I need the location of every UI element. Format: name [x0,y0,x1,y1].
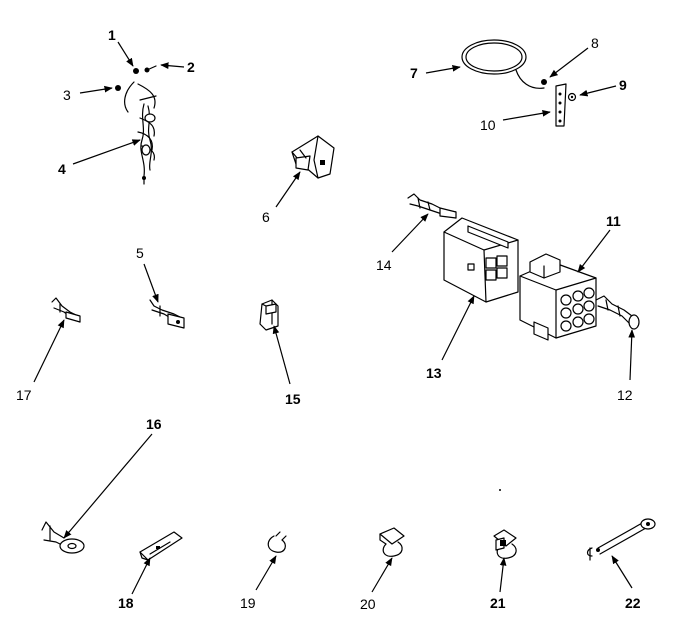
leader-6 [275,171,301,208]
part-11-connector-plug [519,253,597,341]
label-14: 14 [376,257,392,273]
leader-11 [577,229,611,273]
label-15: 15 [285,391,301,407]
part-2-screw [144,65,157,73]
label-2: 2 [187,59,195,75]
part-18-splice-sleeve [139,531,183,561]
stray-dot [499,489,501,491]
label-4: 4 [58,161,66,177]
part-5-terminal [149,299,185,329]
leader-17 [33,319,65,383]
label-13: 13 [426,365,442,381]
leader-12 [628,329,636,381]
leader-22 [611,555,633,589]
label-17: 17 [16,387,32,403]
leader-4 [72,139,141,165]
label-7: 7 [410,65,418,81]
label-9: 9 [619,77,627,93]
part-21-clamp [493,529,517,559]
leader-15 [272,325,291,385]
label-19: 19 [240,595,256,611]
leader-16 [63,433,153,539]
part-16-ring-terminal [41,521,85,554]
leader-7 [425,65,461,74]
label-6: 6 [262,209,270,225]
part-15-connector [259,299,279,331]
part-1-screw [133,68,139,74]
part-7-coil [461,39,545,89]
label-8: 8 [591,35,599,51]
leader-1 [117,41,134,67]
label-11: 11 [606,213,621,229]
leader-10 [502,109,551,121]
part-8-screw [541,79,547,85]
label-20: 20 [360,596,376,612]
part-4-wire-harness [124,81,157,185]
label-16: 16 [146,416,162,432]
leader-19 [255,555,277,591]
label-5: 5 [136,245,144,261]
part-17-terminal [51,297,81,323]
leader-2 [160,62,185,70]
part-14-terminal [407,193,457,219]
leader-8 [549,47,589,78]
leader-13 [441,295,475,361]
label-10: 10 [480,117,496,133]
part-19-clip [267,531,287,553]
label-21: 21 [490,595,506,611]
part-3-nut [115,85,121,91]
leader-18 [131,557,151,595]
leader-14 [391,213,429,253]
label-1: 1 [108,27,116,43]
label-12: 12 [617,387,633,403]
part-10-strap [555,83,567,127]
part-22-lead-wire [586,518,656,561]
part-9-nut [567,92,577,102]
part-20-clamp [379,527,405,557]
leader-20 [371,557,393,593]
label-3: 3 [63,87,71,103]
part-12-pin-terminal [595,295,640,330]
leader-9 [579,85,617,97]
label-18: 18 [118,595,134,611]
leader-3 [79,85,113,94]
label-22: 22 [625,595,641,611]
part-6-bracket [291,135,335,179]
leader-5 [143,263,159,303]
part-13-connector-housing [443,217,519,303]
leader-21 [499,557,507,593]
